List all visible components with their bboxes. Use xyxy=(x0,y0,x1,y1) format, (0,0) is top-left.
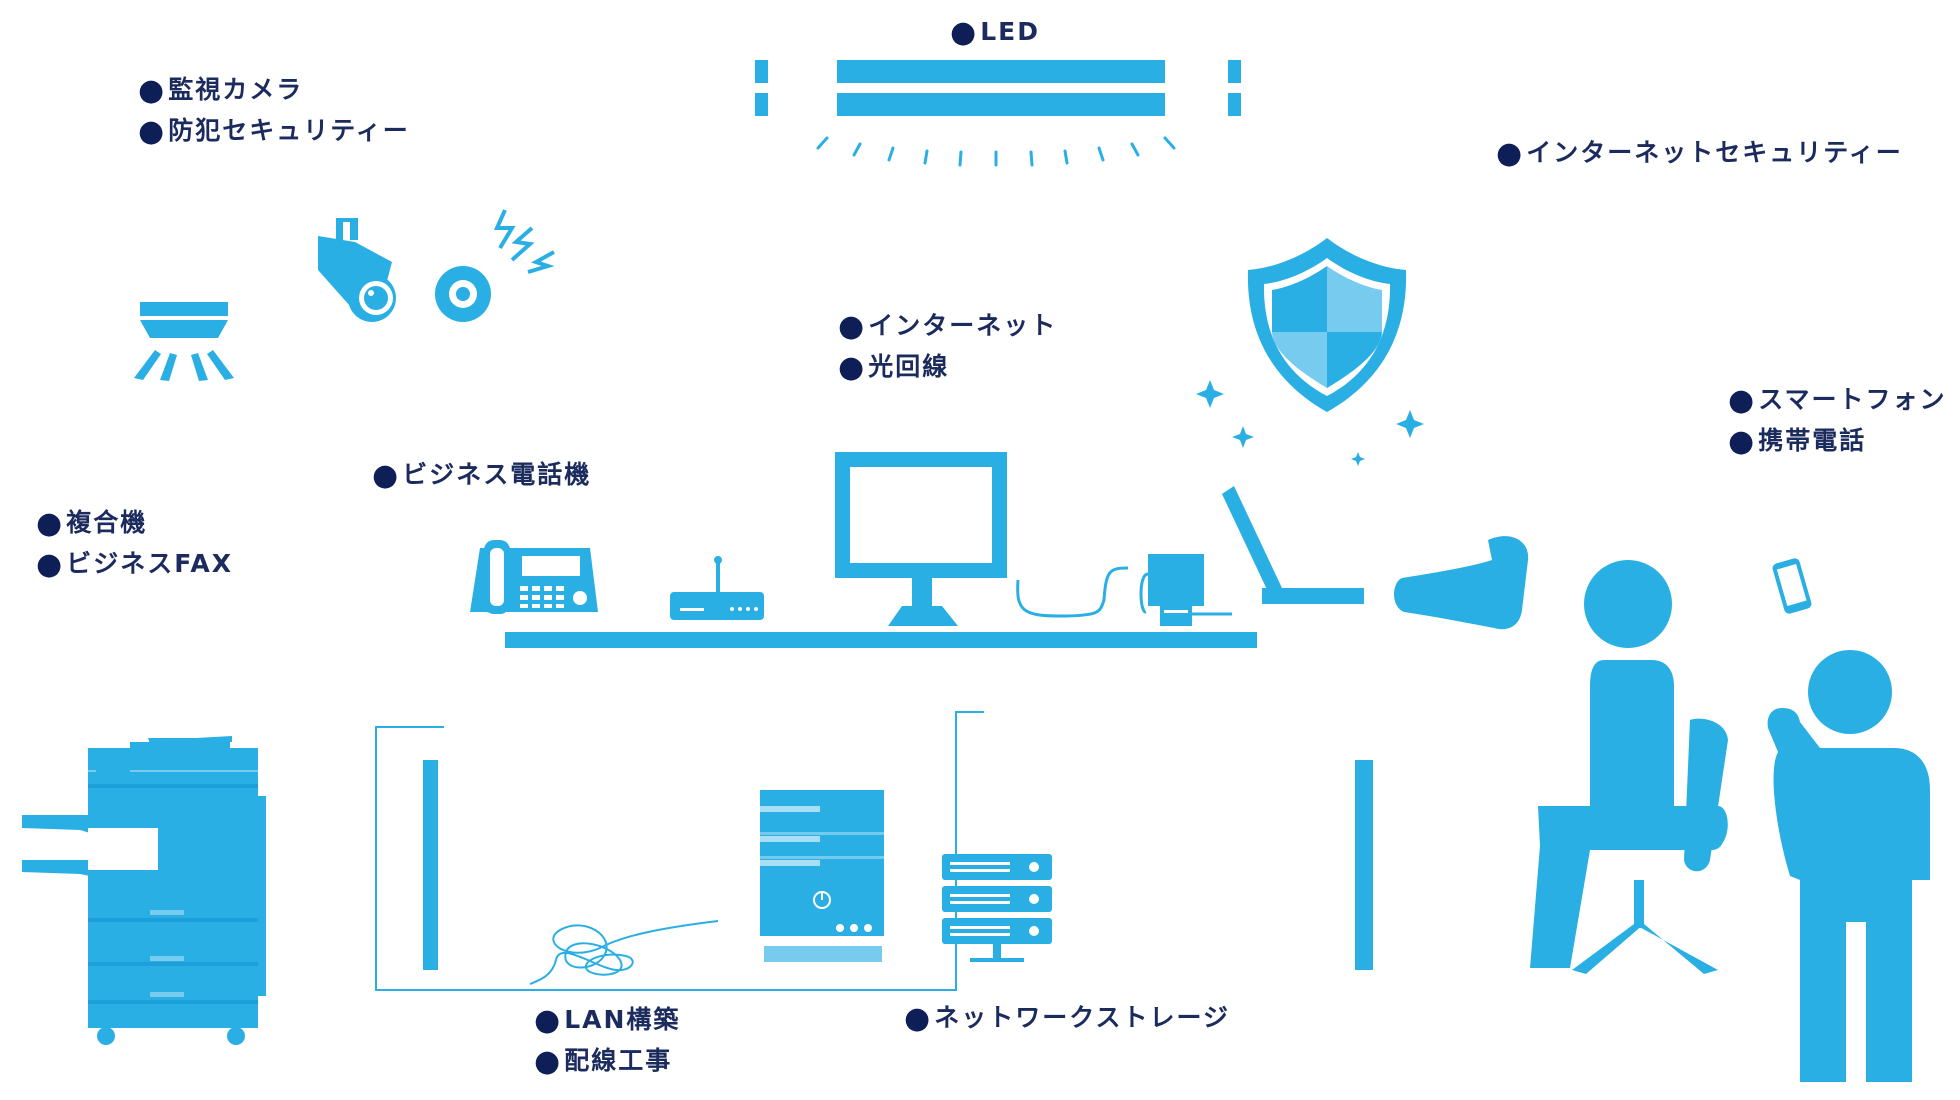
label-smartphone-1: スマートフォン xyxy=(1728,380,1946,421)
label-internet: インターネット 光回線 xyxy=(838,306,1057,388)
seated-person-icon xyxy=(1394,536,1728,974)
label-led: LED xyxy=(950,12,1040,53)
monitor-icon xyxy=(835,452,1007,626)
label-camera: 監視カメラ 防犯セキュリティー xyxy=(138,70,410,152)
sparkle-icon xyxy=(1196,380,1424,466)
desk xyxy=(505,632,1257,648)
label-internet-security-1: インターネットセキュリティー xyxy=(1496,133,1903,174)
laptop-icon xyxy=(1222,486,1364,604)
router-icon xyxy=(670,556,764,620)
label-led-1: LED xyxy=(950,12,1040,53)
door-post xyxy=(1355,760,1373,970)
smartphone-icon xyxy=(1772,558,1812,614)
ac-adapter-icon xyxy=(1016,554,1232,626)
label-internet-2: 光回線 xyxy=(838,347,1057,388)
business-phone-icon xyxy=(470,540,598,614)
server-icon xyxy=(760,790,884,962)
label-lan-2: 配線工事 xyxy=(534,1041,680,1082)
label-multifunction-1: 複合機 xyxy=(36,503,233,544)
label-camera-1: 監視カメラ xyxy=(138,70,410,111)
alarm-icon xyxy=(435,209,555,322)
label-business-phone: ビジネス電話機 xyxy=(372,455,591,496)
label-business-phone-1: ビジネス電話機 xyxy=(372,455,591,496)
label-lan-1: LAN構築 xyxy=(534,1000,680,1041)
smoke-detector-icon xyxy=(134,302,234,381)
lan-cable-icon xyxy=(375,711,984,991)
label-multifunction: 複合機 ビジネスFAX xyxy=(36,503,233,585)
security-camera-icon xyxy=(318,218,396,322)
multifunction-printer-icon xyxy=(22,736,266,1045)
label-camera-2: 防犯セキュリティー xyxy=(138,111,410,152)
label-internet-security: インターネットセキュリティー xyxy=(1496,133,1903,174)
led-light-icon xyxy=(755,60,1241,167)
label-storage: ネットワークストレージ xyxy=(904,998,1230,1039)
shield-icon xyxy=(1247,238,1407,412)
label-internet-1: インターネット xyxy=(838,306,1057,347)
label-storage-1: ネットワークストレージ xyxy=(904,998,1230,1039)
label-lan: LAN構築 配線工事 xyxy=(534,1000,680,1082)
label-smartphone: スマートフォン 携帯電話 xyxy=(1728,380,1946,462)
network-storage-icon xyxy=(942,854,1052,962)
standing-person-icon xyxy=(1767,650,1930,1082)
label-multifunction-2: ビジネスFAX xyxy=(36,544,233,585)
label-smartphone-2: 携帯電話 xyxy=(1728,421,1946,462)
